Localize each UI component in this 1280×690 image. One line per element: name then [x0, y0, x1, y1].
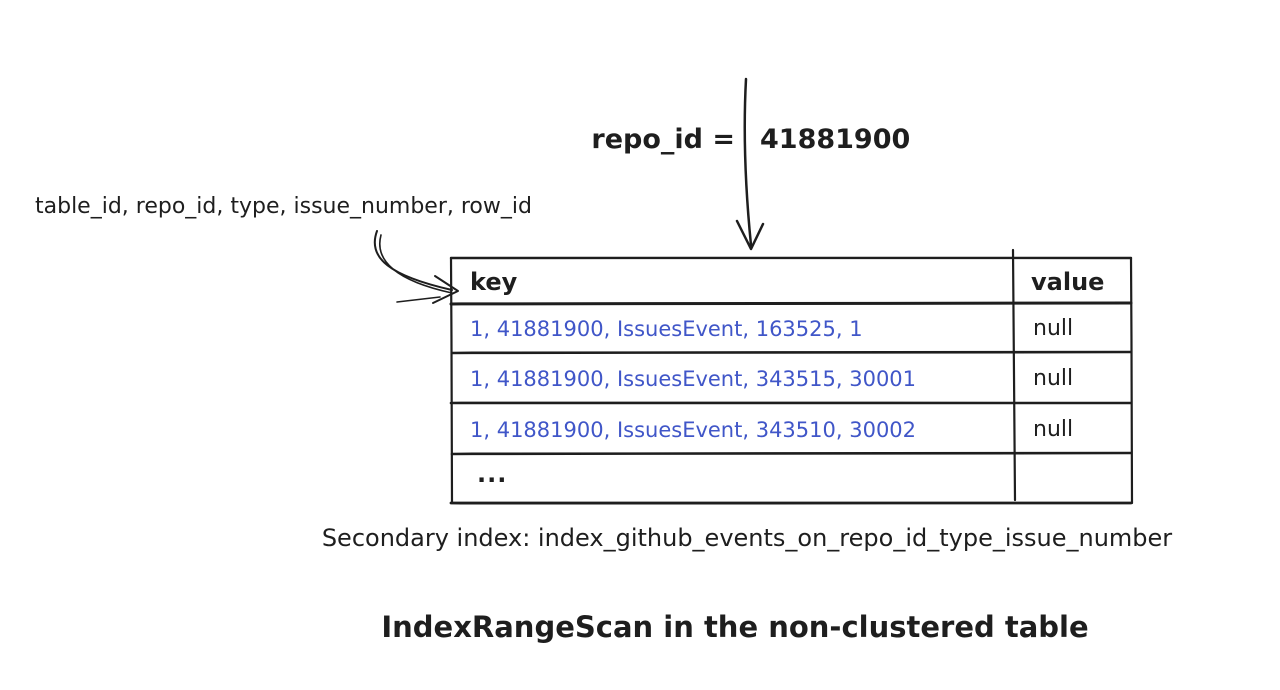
table-row-value: null — [1033, 366, 1074, 391]
table-row-value: null — [1033, 417, 1074, 442]
curved-arrow-icon — [373, 230, 459, 304]
diagram-title: IndexRangeScan in the non-clustered tabl… — [381, 610, 1089, 644]
table-row-ellipsis: ... — [477, 460, 508, 488]
table-row-value: null — [1033, 316, 1074, 341]
table-row-key: 1, 41881900, IssuesEvent, 343515, 30001 — [470, 367, 917, 391]
column-header-key: key — [470, 268, 518, 296]
table-row-key: 1, 41881900, IssuesEvent, 163525, 1 — [470, 317, 863, 341]
index-columns-annotation: table_id, repo_id, type, issue_number, r… — [35, 194, 532, 219]
secondary-index-caption: Secondary index: index_github_events_on_… — [321, 524, 1173, 552]
column-header-value: value — [1031, 268, 1105, 296]
filter-condition-label: repo_id = — [591, 124, 735, 155]
column-separator — [1011, 248, 1017, 502]
table-row-key: 1, 41881900, IssuesEvent, 343510, 30002 — [470, 418, 917, 442]
filter-condition-value: 41881900 — [760, 124, 911, 155]
down-arrow-icon — [735, 77, 765, 251]
